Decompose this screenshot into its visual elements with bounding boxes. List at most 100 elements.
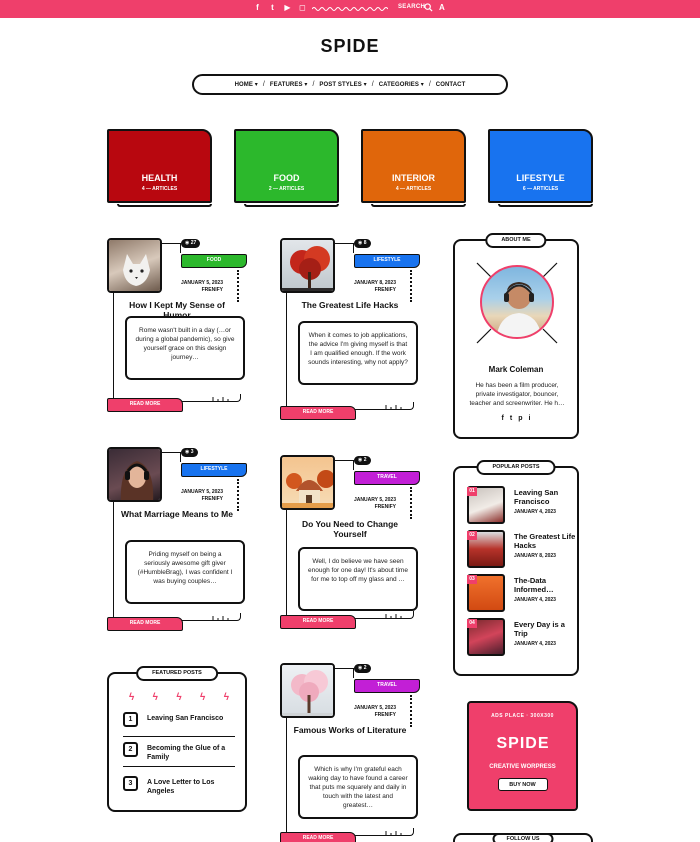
post-title[interactable]: How I Kept My Sense of Humor — [129, 300, 225, 320]
facebook-icon[interactable]: f — [501, 415, 504, 422]
pinterest-icon[interactable]: p — [518, 415, 523, 422]
nav-item-home[interactable]: HOME ▾ — [230, 81, 263, 88]
nav-item-contact[interactable]: CONTACT — [431, 82, 471, 88]
eye-icon: ◉ — [185, 240, 191, 246]
featured-post-title[interactable]: A Love Letter to Los Angeles — [147, 779, 215, 795]
search-icon[interactable] — [424, 3, 433, 12]
twitter-icon[interactable]: t — [271, 3, 274, 12]
facebook-icon[interactable]: f — [256, 3, 259, 12]
post-date: JANUARY 5, 2023 — [354, 705, 396, 711]
post-author[interactable]: FRENIFY — [201, 287, 223, 293]
nav-item-categories[interactable]: CATEGORIES ▾ — [374, 81, 429, 88]
ruler-ticks-icon — [212, 397, 229, 402]
post-thumbnail[interactable] — [107, 447, 162, 502]
popular-post-date: JANUARY 4, 2023 — [514, 509, 556, 515]
post-author[interactable]: FRENIFY — [374, 712, 396, 718]
post-thumbnail[interactable] — [107, 238, 162, 293]
post-title[interactable]: Do You Need to Change Yourself — [301, 519, 399, 539]
twitter-icon[interactable]: t — [509, 415, 513, 422]
category-count: 2 — ARTICLES — [268, 186, 305, 192]
read-more-button[interactable]: READ MORE — [280, 615, 356, 629]
eye-icon: ◉ — [358, 665, 364, 671]
post-author[interactable]: FRENIFY — [374, 287, 396, 293]
popular-post-title[interactable]: The-Data Informed… — [514, 576, 554, 594]
bolt-icon: ϟ — [200, 692, 206, 703]
svg-text:SPIDE: SPIDE — [320, 36, 379, 56]
ad-place-label: ADS PLACE · 300X300 — [491, 713, 554, 719]
post-category-tag[interactable]: FOOD — [181, 254, 247, 268]
dotted-divider — [237, 270, 239, 302]
post-category-tag[interactable]: TRAVEL — [354, 679, 420, 693]
wave-divider-icon — [312, 7, 388, 11]
read-more-button[interactable]: READ MORE — [107, 398, 183, 412]
author-avatar[interactable] — [480, 265, 554, 339]
timeline-line — [286, 510, 287, 615]
site-logo[interactable]: SPIDE — [314, 36, 386, 56]
popular-post-title[interactable]: Leaving San Francisco — [514, 488, 559, 506]
text-size-toggle[interactable]: A — [439, 3, 445, 12]
view-count-badge: ◉ 27 — [181, 239, 201, 248]
post-thumbnail[interactable] — [280, 455, 335, 510]
view-count: 3 — [190, 449, 194, 455]
read-more-button[interactable]: READ MORE — [280, 406, 356, 420]
popular-post-rank: 02 — [467, 531, 477, 540]
ruler-ticks-icon — [212, 616, 229, 621]
post-category-tag[interactable]: LIFESTYLE — [354, 254, 420, 268]
featured-post-title[interactable]: Becoming the Glue of a Family — [147, 745, 226, 761]
post-excerpt: When it comes to job applications, the a… — [298, 321, 418, 385]
avatar-frame-icon — [476, 262, 558, 344]
post-category-tag[interactable]: TRAVEL — [354, 471, 420, 485]
post-author[interactable]: FRENIFY — [374, 504, 396, 510]
main-nav: HOME ▾/FEATURES ▾/POST STYLES ▾/CATEGORI… — [192, 74, 508, 95]
follow-us-title: FOLLOW US — [492, 833, 554, 842]
search-label[interactable]: SEARCH — [398, 4, 426, 10]
instagram-icon[interactable]: i — [528, 415, 531, 422]
nav-item-features[interactable]: FEATURES ▾ — [265, 81, 313, 88]
nav-separator: / — [428, 81, 431, 88]
ruler-ticks-icon — [385, 405, 402, 410]
post-category-tag[interactable]: LIFESTYLE — [181, 463, 247, 477]
post-thumbnail[interactable] — [280, 663, 335, 718]
buy-now-button[interactable]: BUY NOW — [497, 778, 548, 791]
youtube-icon[interactable]: ▶ — [284, 3, 291, 12]
nav-separator: / — [371, 81, 374, 88]
author-name[interactable]: Mark Coleman — [488, 365, 544, 374]
read-more-button[interactable]: READ MORE — [280, 832, 356, 842]
popular-post-title[interactable]: Every Day is a Trip — [514, 620, 565, 638]
nav-item-post-styles[interactable]: POST STYLES ▾ — [314, 81, 371, 88]
post-title[interactable]: What Marriage Means to Me — [121, 509, 233, 519]
nav-item-label: CONTACT — [435, 81, 466, 88]
author-social-links: f t p i — [455, 415, 577, 422]
about-widget: ABOUT ME Mark Coleman He has been a film… — [453, 233, 579, 439]
bolt-icon: ϟ — [176, 692, 182, 703]
chevron-down-icon: ▾ — [418, 82, 424, 88]
popular-post-title[interactable]: The Greatest Life Hacks — [514, 532, 576, 550]
featured-post-title[interactable]: Leaving San Francisco — [147, 715, 224, 722]
post-thumbnail[interactable] — [280, 238, 335, 293]
post-title[interactable]: The Greatest Life Hacks — [301, 300, 399, 310]
nav-separator: / — [262, 81, 265, 88]
dotted-divider — [410, 695, 412, 727]
ad-banner[interactable]: ADS PLACE · 300X300 SPIDE CREATIVE WORPR… — [467, 701, 578, 811]
featured-post-number: 1 — [123, 712, 138, 727]
post-author[interactable]: FRENIFY — [201, 496, 223, 502]
top-bar: f t ▶ ◻ SEARCH A — [0, 0, 700, 18]
nav-separator: / — [312, 81, 315, 88]
post-excerpt: Well, I do believe we have seen enough f… — [298, 547, 418, 611]
featured-post-item[interactable]: 1 Leaving San Francisco — [123, 712, 235, 732]
read-more-button[interactable]: READ MORE — [107, 617, 183, 631]
post-title[interactable]: Famous Works of Literature — [293, 725, 407, 735]
instagram-icon[interactable]: ◻ — [299, 3, 306, 12]
ruler-ticks-icon — [385, 831, 402, 836]
